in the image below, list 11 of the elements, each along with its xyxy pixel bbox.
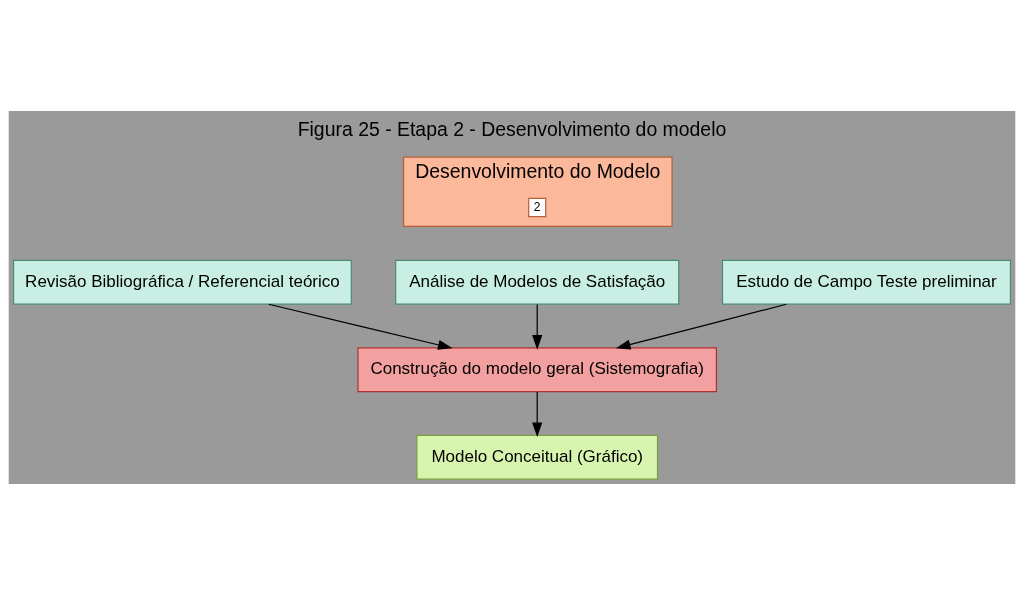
node-box: Análise de Modelos de Satisfação (395, 259, 680, 305)
node-box: 2 (528, 197, 547, 217)
node-box: Construção do modelo geral (Sistemografia) (357, 346, 718, 392)
diagram-title: Figura 25 - Etapa 2 - Desenvolvimento do modelo (297, 117, 727, 140)
arrow (615, 303, 787, 350)
arrow (532, 303, 543, 350)
arrow (532, 390, 543, 437)
node-box: Revisão Bibliográfica / Referencial teórico (12, 259, 352, 305)
node-box: Modelo Conceitual (Gráfico) (416, 434, 659, 480)
node-box: Estudo de Campo Teste preliminar (721, 259, 1012, 305)
arrow (268, 303, 453, 350)
